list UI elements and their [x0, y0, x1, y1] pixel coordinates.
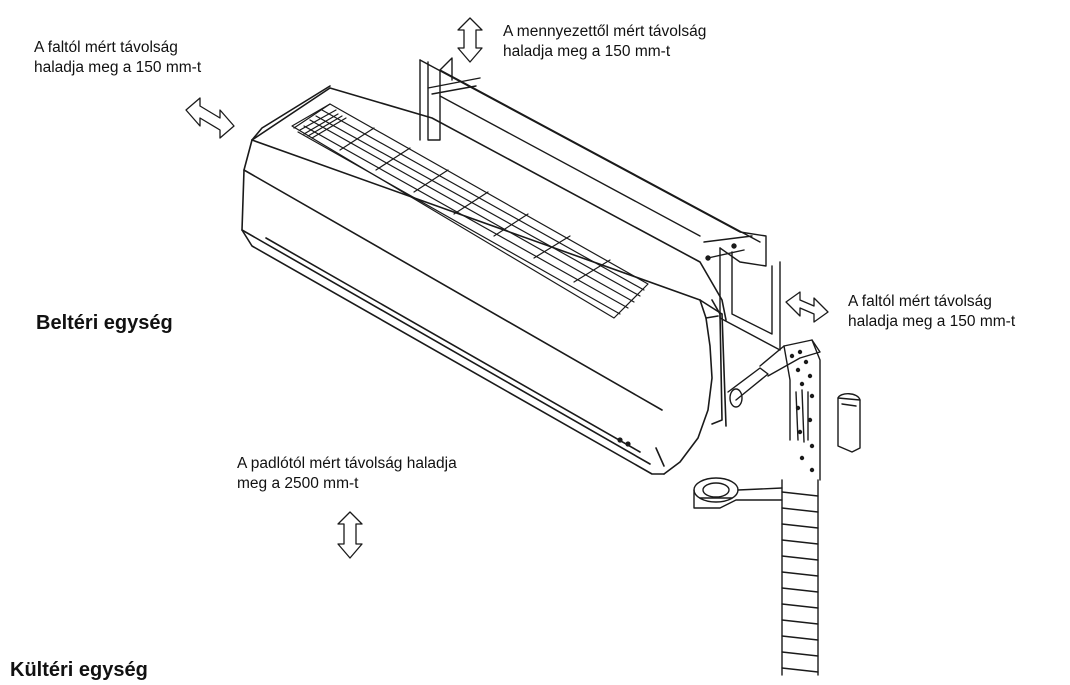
- indoor-unit-label: Beltéri egység: [36, 312, 173, 334]
- wall-clearance-note-right-line1: A faltól mért távolság: [848, 293, 992, 310]
- floor-clearance-note-line1: A padlótól mért távolság haladja: [237, 455, 457, 472]
- mounting-plate: [419, 57, 781, 351]
- ceiling-clearance-note-line2: haladja meg a 150 mm-t: [503, 43, 671, 60]
- wall-clearance-note-left-line2: haladja meg a 150 mm-t: [34, 59, 202, 76]
- wall-clearance-arrow-right: [785, 291, 829, 323]
- ceiling-clearance-arrow: [457, 17, 483, 63]
- remote-controller-icon: [837, 393, 861, 453]
- wall-clearance-note-left-line1: A faltól mért távolság: [34, 39, 178, 56]
- wall-clearance-note-left: A faltól mért távolság haladja meg a 150…: [34, 38, 201, 78]
- outdoor-unit-label: Kültéri egység: [10, 659, 148, 681]
- indoor-unit-body: [241, 85, 727, 475]
- floor-clearance-arrow: [337, 511, 363, 559]
- ceiling-clearance-note: A mennyezettől mért távolság haladja meg…: [503, 22, 706, 62]
- wall-clearance-note-right-line2: haladja meg a 150 mm-t: [848, 313, 1016, 330]
- floor-clearance-note-line2: meg a 2500 mm-t: [237, 475, 359, 492]
- intake-grille: [291, 103, 649, 319]
- wall-clearance-note-right: A faltól mért távolság haladja meg a 150…: [848, 292, 1015, 332]
- ceiling-clearance-note-line1: A mennyezettől mért távolság: [503, 23, 707, 40]
- floor-clearance-note: A padlótól mért távolság haladja meg a 2…: [237, 454, 457, 494]
- piping: [693, 339, 821, 676]
- wall-clearance-arrow-left: [185, 97, 235, 139]
